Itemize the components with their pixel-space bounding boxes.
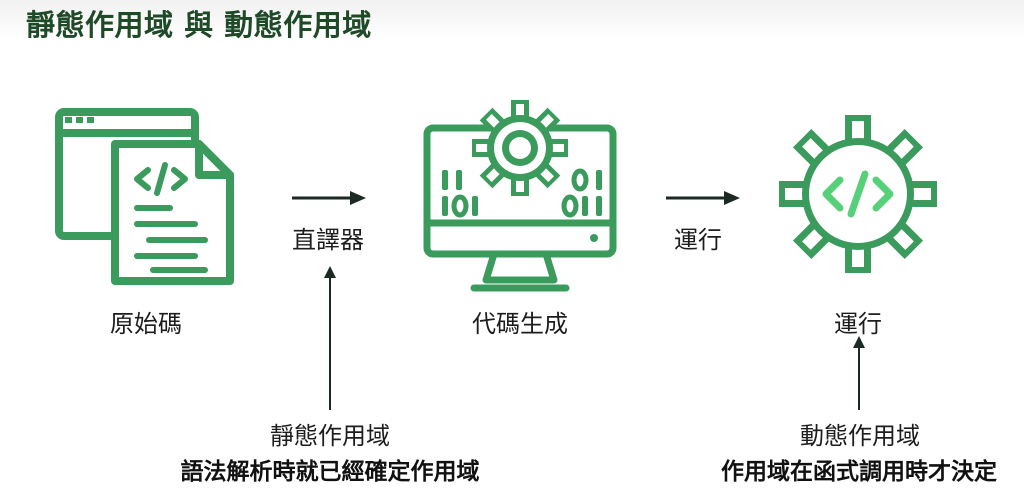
label-source-code: 原始碼 xyxy=(110,310,182,338)
label-run-arrow: 運行 xyxy=(674,226,722,254)
arrow-to-interpreter xyxy=(292,191,366,205)
source-code-window-icon xyxy=(55,108,234,285)
gear-code-icon xyxy=(779,115,937,273)
title-bar xyxy=(0,0,1024,40)
arrow-static-scope xyxy=(324,266,336,410)
arrow-dynamic-scope xyxy=(853,336,865,410)
label-run: 運行 xyxy=(834,310,882,338)
arrow-to-run xyxy=(666,191,740,205)
dynamic-scope-title: 動態作用域 xyxy=(800,422,920,450)
label-code-generation: 代碼生成 xyxy=(472,310,568,338)
dynamic-scope-description: 作用域在函式調用時才決定 xyxy=(721,459,997,485)
label-interpreter: 直譯器 xyxy=(292,226,364,254)
static-scope-title: 靜態作用域 xyxy=(270,422,390,450)
static-scope-description: 語法解析時就已經確定作用域 xyxy=(180,459,480,485)
monitor-gear-icon xyxy=(423,100,617,292)
page-title: 靜態作用域 與 動態作用域 xyxy=(26,8,372,42)
